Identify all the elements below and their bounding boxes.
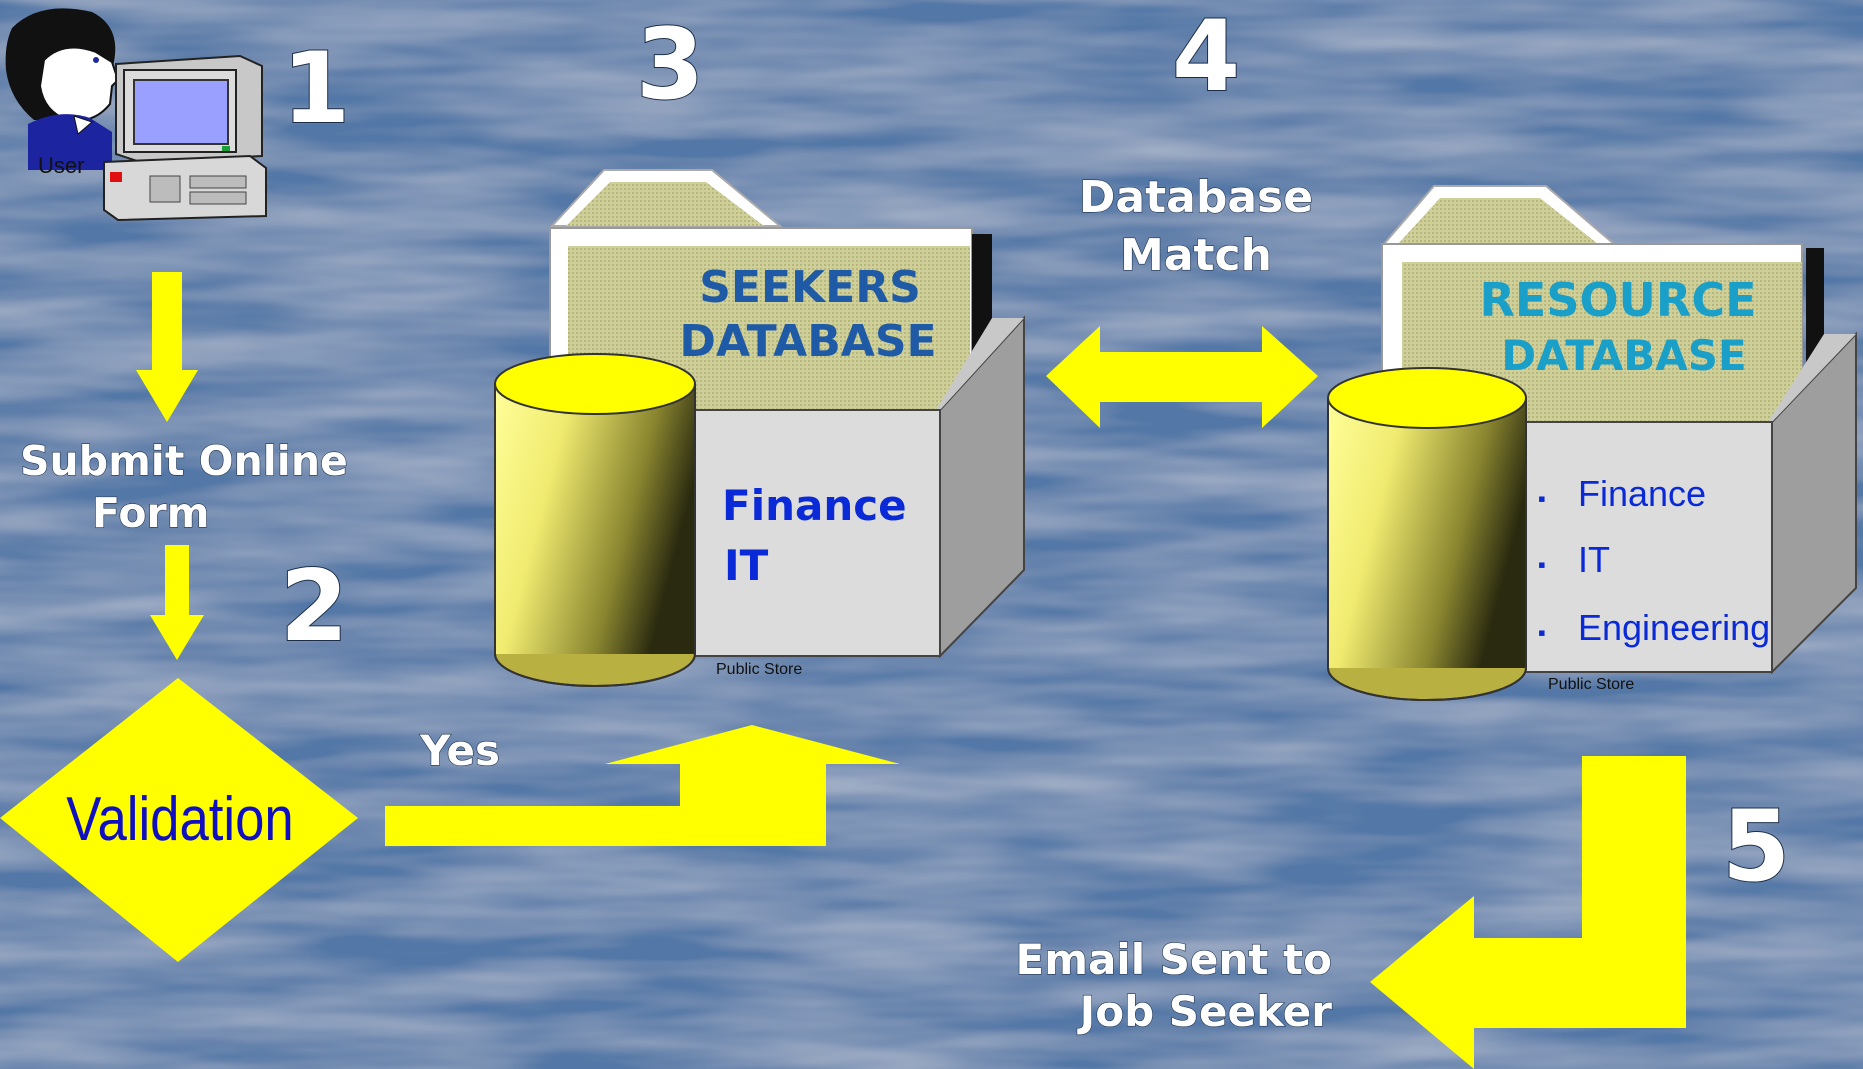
step-number-4: 4 bbox=[1172, 0, 1240, 114]
validation-label: Validation bbox=[66, 785, 293, 854]
resource-db-title-line1: RESOURCE bbox=[1479, 273, 1756, 327]
email-sent-label-line1: Email Sent to bbox=[1016, 935, 1332, 984]
yes-arrow bbox=[385, 725, 900, 846]
email-arrow bbox=[1370, 756, 1686, 1069]
bidirectional-arrow bbox=[1046, 326, 1318, 428]
seekers-public-store-label: Public Store bbox=[716, 661, 802, 678]
database-match-label-line1: Database bbox=[1079, 172, 1313, 223]
seekers-db-item-finance: Finance bbox=[722, 481, 907, 530]
resource-bullet-1: ▪ bbox=[1538, 486, 1546, 511]
step-number-5: 5 bbox=[1722, 790, 1790, 904]
computer-icon bbox=[103, 54, 267, 222]
validation-diamond bbox=[0, 678, 358, 962]
user-label: User bbox=[38, 153, 84, 178]
database-match-label-line2: Match bbox=[1120, 230, 1272, 281]
resource-bullet-3: ▪ bbox=[1538, 620, 1546, 645]
email-sent-label-line2: Job Seeker bbox=[1077, 987, 1333, 1036]
user-icon bbox=[5, 8, 120, 170]
resource-public-store-label: Public Store bbox=[1548, 676, 1634, 693]
step-number-1: 1 bbox=[282, 32, 350, 146]
resource-item-finance: Finance bbox=[1578, 473, 1706, 514]
resource-database bbox=[1327, 185, 1857, 701]
seekers-db-title-line1: SEEKERS bbox=[699, 262, 921, 313]
seekers-db-title-line2: DATABASE bbox=[679, 316, 936, 367]
seekers-database bbox=[494, 169, 1025, 687]
resource-item-engineering: Engineering bbox=[1578, 607, 1770, 648]
down-arrow-1 bbox=[136, 272, 198, 422]
resource-item-it: IT bbox=[1578, 539, 1610, 580]
submit-form-label-line2: Form bbox=[92, 489, 209, 537]
resource-bullet-2: ▪ bbox=[1538, 552, 1546, 577]
down-arrow-2 bbox=[150, 545, 204, 660]
yes-label: Yes bbox=[419, 726, 500, 775]
step-number-3: 3 bbox=[636, 8, 704, 122]
submit-form-label-line1: Submit Online bbox=[20, 437, 348, 485]
resource-db-title-line2: DATABASE bbox=[1501, 331, 1746, 380]
step-number-2: 2 bbox=[280, 550, 348, 664]
seekers-db-item-it: IT bbox=[724, 541, 769, 590]
